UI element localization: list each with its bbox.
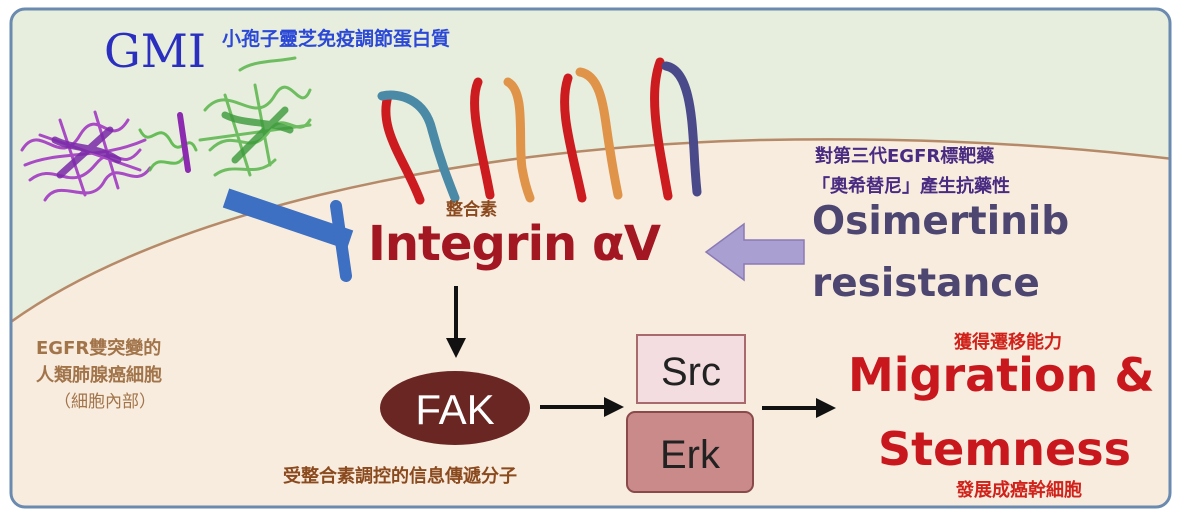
fak-label: FAK <box>415 386 494 433</box>
src-label: Src <box>661 350 721 394</box>
gmi-chinese-label: 小孢子靈芝免疫調節蛋白質 <box>222 28 451 50</box>
helix-5-red <box>560 73 587 203</box>
helix-2-blue <box>377 90 460 203</box>
helix-6-orange <box>575 67 623 200</box>
diagram-frame <box>9 7 1172 509</box>
integrin-helices <box>377 57 702 205</box>
erk-box <box>626 411 754 493</box>
helix-4-orange <box>503 77 535 203</box>
src-box <box>636 334 746 404</box>
gmi-label: GMI <box>104 24 207 78</box>
resistance-label: resistance <box>812 261 1040 306</box>
cell-label-line1: EGFR雙突變的 <box>36 338 162 359</box>
gmi-protein-structure <box>20 56 312 202</box>
cell-label-line2: 人類肺腺癌細胞 <box>36 365 162 386</box>
osimertinib-chinese-line2: 「奧希替尼」產生抗藥性 <box>812 176 1010 197</box>
inhibition-arrow <box>222 188 354 282</box>
integrin-label: Integrin αV <box>368 216 661 272</box>
migration-chinese-label: 獲得遷移能力 <box>954 332 1062 353</box>
fak-ellipse <box>380 371 530 445</box>
cell-label-line3: （細胞內部） <box>54 392 156 412</box>
erk-label: Erk <box>660 433 721 477</box>
fak-chinese-label: 受整合素調控的信息傳遞分子 <box>283 466 517 487</box>
helix-8-purple <box>661 61 702 197</box>
helix-3-red <box>470 77 495 200</box>
resistance-arrow <box>704 222 805 282</box>
stemness-label: Stemness <box>878 422 1131 476</box>
stemness-chinese-label: 發展成癌幹細胞 <box>956 480 1082 501</box>
cell-interior <box>11 139 1170 507</box>
cell-membrane <box>11 138 1170 331</box>
osimertinib-chinese-line1: 對第三代EGFR標靶藥 <box>815 146 995 167</box>
integrin-chinese-label: 整合素 <box>446 200 497 220</box>
osimertinib-label: Osimertinib <box>812 199 1070 244</box>
helix-1-red <box>381 91 425 205</box>
migration-label: Migration & <box>848 348 1155 402</box>
helix-7-red <box>650 57 673 201</box>
